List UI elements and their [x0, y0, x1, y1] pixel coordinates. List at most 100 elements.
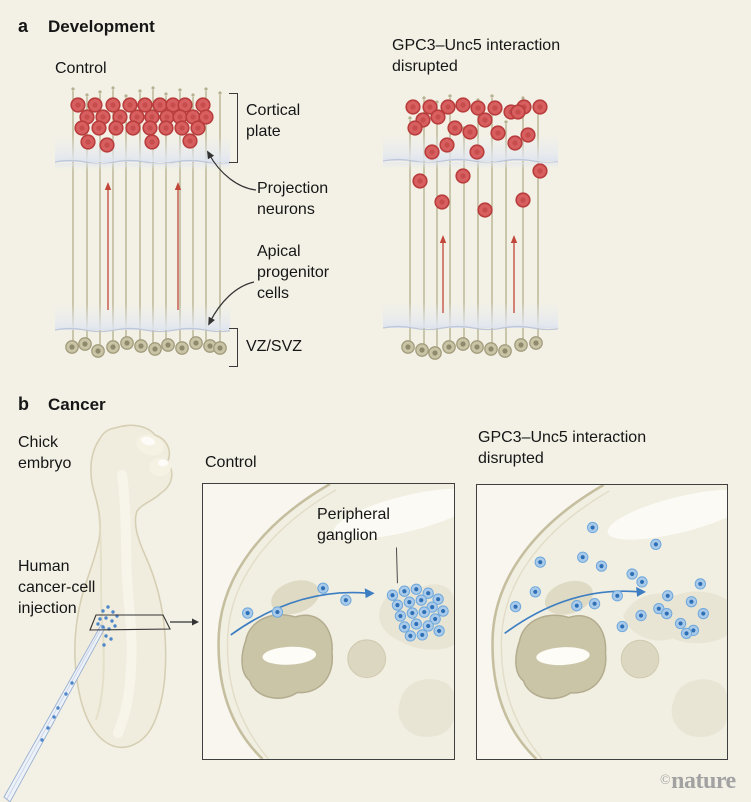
injected-cancer-cell [106, 605, 110, 609]
projection-neuron-core [482, 117, 488, 123]
cancer-cell-core [684, 631, 689, 636]
fiber-tip [85, 93, 89, 97]
cancer-cell-core [436, 597, 441, 602]
injected-cancer-cell [70, 681, 74, 685]
projection-neuron-core [164, 114, 170, 120]
apical-progenitor-core [419, 347, 425, 353]
cancer-cell-core [691, 628, 696, 633]
cancer-cell-core [410, 610, 415, 616]
projection-neuron-core [177, 114, 183, 120]
cancer-cell-core [275, 609, 280, 615]
embryo-edge-inner-arc [226, 489, 337, 759]
fiber-tip [521, 96, 525, 100]
cortical-boundary-line [383, 158, 558, 164]
projection-neuron-core [520, 197, 526, 203]
cancer-cell-core [402, 624, 407, 630]
panel-b-disrupted-label: GPC3–Unc5 interaction disrupted [478, 429, 647, 467]
chick-embryo-illustration [3, 424, 199, 802]
disrupted-section-box [476, 484, 728, 760]
section-plane [89, 614, 171, 631]
injected-cancer-cell [46, 726, 50, 730]
cancer-cell-core [533, 589, 538, 594]
apical-progenitor-core [518, 342, 524, 348]
injected-cancer-cell [101, 625, 105, 629]
projection-neuron-core [79, 125, 85, 131]
cancer-cell-core [664, 611, 669, 616]
fiber-tip [422, 96, 426, 100]
projection-neuron-core [412, 125, 418, 131]
nature-credit: ©nature [660, 768, 736, 795]
apical-progenitor-core [207, 343, 213, 349]
fiber-tip [448, 94, 452, 98]
cancer-cell-core [441, 608, 446, 614]
cancer-cell-core [419, 598, 424, 603]
panel-a-disrupted-label: GPC3–Unc5 interaction disrupted [392, 37, 561, 75]
vz-svz-bracket [229, 328, 238, 367]
projection-neuron-core [142, 102, 148, 108]
panel-a-title: Development [48, 17, 155, 36]
apical-progenitor-core [95, 348, 101, 354]
cancer-cell-core [656, 606, 661, 611]
apical-progenitor-core [446, 344, 452, 350]
projection-neuron-core [96, 125, 102, 131]
peripheral-ganglion-label: Peripheral ganglion [317, 506, 390, 544]
projection-neuron-core [429, 149, 435, 155]
cancer-cell-core [430, 605, 435, 610]
fiber-tip [204, 87, 208, 91]
migration-route-arrow-head [636, 586, 646, 597]
neural-tube-lumen [536, 647, 590, 666]
cancer-cell-core [689, 599, 694, 604]
projection-neuron-core [149, 139, 155, 145]
fiber-tip [164, 92, 168, 96]
cancer-cell-core [426, 591, 431, 596]
projection-neuron-core [179, 125, 185, 131]
fiber-tip [151, 86, 155, 90]
projection-neuron-core [420, 117, 426, 123]
injected-cancer-cell [64, 692, 68, 696]
cancer-cell-core [590, 525, 595, 530]
vz-boundary-line [383, 325, 558, 331]
apical-progenitor-core [110, 344, 116, 350]
section-disrupted-diagram [477, 485, 727, 759]
fiber-tip [124, 94, 128, 98]
embryo-head-highlight [141, 436, 155, 446]
projection-neuron-core [512, 140, 518, 146]
cancer-cell-core [343, 598, 348, 603]
fiber-tip [490, 94, 494, 98]
fiber-tip [191, 93, 195, 97]
panel-a-letter: a [18, 16, 29, 36]
apical-progenitor-core [124, 340, 130, 346]
migration-arrow-head [510, 235, 518, 243]
projection-neuron-core [127, 102, 133, 108]
projection-neuron-core [537, 168, 543, 174]
projection-neuron-core [182, 102, 188, 108]
panel-b-letter: b [18, 394, 29, 414]
cancer-cell-core [414, 621, 419, 627]
projection-neuron-core [525, 132, 531, 138]
cancer-cell-core [701, 611, 706, 616]
apical-progenitor-core [165, 342, 171, 348]
apical-progenitor-core [405, 344, 411, 350]
cancer-cell-core [580, 555, 585, 560]
cancer-cell-core [599, 564, 604, 569]
apical-progenitor-core [69, 344, 75, 350]
injected-cancer-cell [111, 610, 115, 614]
injection-needle-bore [6, 626, 103, 800]
vz-boundary-line [55, 327, 230, 333]
cortical-plate-bracket [229, 93, 238, 163]
cancer-cell-core [678, 621, 683, 626]
apical-progenitor-core [179, 345, 185, 351]
nature-wordmark: nature [671, 768, 736, 794]
projection-neuron-core [117, 114, 123, 120]
panel-b-control-label: Control [205, 454, 257, 471]
cancer-cell-core [390, 593, 395, 598]
vz-boundary-band [383, 302, 558, 328]
projection-neuron-core [110, 102, 116, 108]
projection-neuron-core [452, 125, 458, 131]
cancer-cell-core [615, 593, 620, 598]
section-arrow-head [192, 618, 199, 626]
projection-neuron-core [495, 130, 501, 136]
fiber-tip [111, 86, 115, 90]
fiber-tip [408, 116, 412, 120]
